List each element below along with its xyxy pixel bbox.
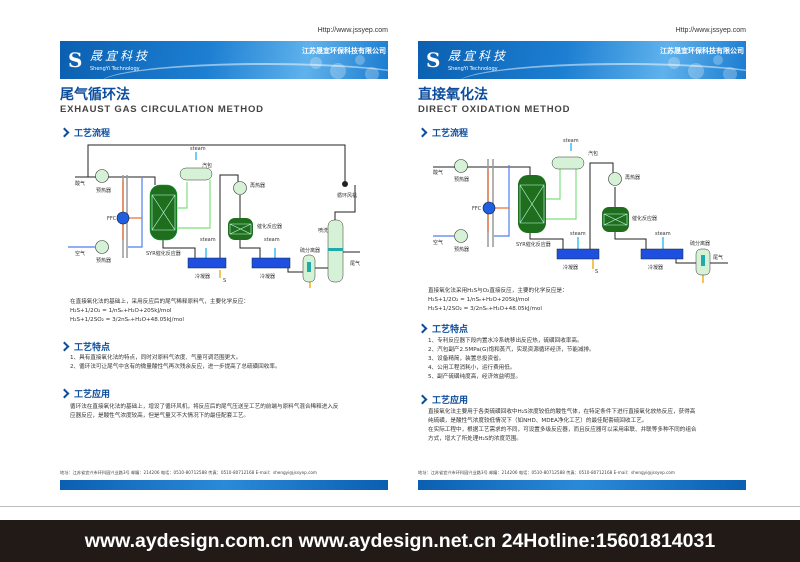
- section-heading-flow: 工艺流程: [59, 126, 110, 139]
- footer-bar: [418, 480, 746, 490]
- chevron-right-icon: [59, 127, 70, 138]
- preheater-icon: [95, 240, 109, 254]
- process-flow-diagram: 酸气 预热器 空气 预热器 FFC SYR催化反应器 steam 汽包 再热器 …: [68, 144, 360, 288]
- diagram-label: 汽包: [202, 162, 212, 169]
- ffc-icon: [116, 211, 130, 225]
- logo-icon: S: [68, 48, 83, 72]
- page-exhaust-gas-circulation: Http://www.jssyep.com S 晟宜科技 ShengYi Tec…: [59, 0, 388, 500]
- watermark-band: www.aydesign.com.cn www.aydesign.net.cn …: [0, 520, 800, 562]
- section-heading-features: 工艺特点: [59, 340, 110, 353]
- preheater-icon: [454, 159, 468, 173]
- chevron-right-icon: [59, 341, 70, 352]
- diagram-label: 催化反应器: [257, 223, 282, 230]
- ffc-icon: [482, 201, 496, 215]
- diagram-label: 预热器: [96, 187, 111, 194]
- company-name: 江苏晟宜环保科技有限公司: [302, 47, 386, 55]
- section-heading-features: 工艺特点: [417, 322, 468, 335]
- diagram-label: SYR催化反应器: [146, 250, 181, 257]
- application-text: 循环法在直接氧化法的基础上，增设了循环风机，将反应后的尾气压送至工艺的前端与原料…: [70, 404, 339, 419]
- diagram-label: 预热器: [454, 176, 469, 183]
- page-title: 直接氧化法: [418, 87, 488, 103]
- logo-subtext: ShengYi Technology: [448, 66, 498, 72]
- diagram-label: 催化反应器: [632, 215, 657, 222]
- diagram-label: 再热器: [625, 174, 640, 181]
- section-heading-flow: 工艺流程: [417, 126, 468, 139]
- condenser-icon: [187, 257, 227, 269]
- application-text: 直接氧化法主要用于各类硫磺回收中H₂S浓度较低的酸性气体，在特定条件下进行直接氧…: [428, 409, 697, 442]
- diagram-label: steam: [563, 138, 579, 144]
- diagram-label: steam: [655, 231, 671, 237]
- chevron-right-icon: [417, 394, 428, 405]
- condenser-icon: [251, 257, 291, 269]
- steam-drum-icon: [179, 167, 213, 181]
- features-list: 1、具有直接氧化法的特点，同时对原料气浓度、气量可调范围更大。2、循环法可让尾气…: [70, 355, 281, 370]
- intro-text: 直接氧化法采用H₂S与O₂直接反应，主要的化学反应是：H₂S+1/2O₂ = 1…: [428, 288, 568, 312]
- diagram-label: 尾气: [350, 260, 360, 267]
- reheater-icon: [608, 172, 622, 186]
- diagram-label: 酸气: [433, 169, 443, 176]
- page-title: 尾气循环法: [60, 87, 130, 103]
- footer-bar: [60, 480, 388, 490]
- divider: [0, 506, 800, 507]
- diagram-label: S: [595, 269, 598, 275]
- diagram-label: 冷凝器: [195, 273, 210, 280]
- chevron-right-icon: [417, 323, 428, 334]
- header-banner: S 晟宜科技 ShengYi Technology 江苏晟宜环保科技有限公司: [60, 41, 388, 79]
- website-url: Http://www.jssyep.com: [675, 27, 746, 34]
- diagram-label: FFC: [107, 216, 117, 222]
- logo-text: 晟宜科技: [90, 49, 151, 63]
- diagram-label: S: [223, 278, 226, 284]
- diagram-label: 硫分离器: [690, 240, 710, 247]
- condenser-icon: [640, 248, 684, 260]
- preheater-icon: [454, 229, 468, 243]
- recirculation-line: [87, 144, 346, 182]
- steam-drum-icon: [551, 156, 585, 170]
- diagram-label: SYR催化反应器: [516, 241, 551, 248]
- circulation-fan-icon: [342, 181, 348, 187]
- header-banner: S 晟宜科技 ShengYi Technology 江苏晟宜环保科技有限公司: [418, 41, 746, 79]
- diagram-label: 汽包: [588, 150, 598, 157]
- condenser-icon: [556, 248, 600, 260]
- process-flow-diagram: 酸气 预热器 空气 预热器 FFC SYR催化反应器 steam 汽包 再热器 …: [433, 138, 728, 283]
- company-name: 江苏晟宜环保科技有限公司: [660, 47, 744, 55]
- diagram-label: steam: [200, 237, 216, 243]
- website-url: Http://www.jssyep.com: [317, 27, 388, 34]
- page-subtitle: DIRECT OXIDATION METHOD: [418, 104, 571, 115]
- diagram-label: 喷洗: [318, 227, 328, 234]
- logo-text: 晟宜科技: [448, 49, 509, 63]
- diagram-label: 冷凝器: [648, 264, 663, 271]
- diagram-label: steam: [190, 146, 206, 152]
- diagram-label: 冷凝器: [563, 264, 578, 271]
- diagram-label: 循环风机: [337, 192, 357, 199]
- footer-contact: 地址：江苏省宜兴市环科园兴业路3号 邮编：214206 电话：0510-8071…: [418, 470, 676, 475]
- logo-icon: S: [426, 48, 441, 72]
- intro-text: 在直接氧化法的基础上，采用反应后的尾气稀释原料气，主要化学反应：H₂S+1/2O…: [70, 299, 250, 323]
- diagram-label: 预热器: [96, 257, 111, 264]
- section-heading-application: 工艺应用: [417, 393, 468, 406]
- diagram-label: 再热器: [250, 182, 265, 189]
- diagram-label: steam: [264, 237, 280, 243]
- page-subtitle: EXHAUST GAS CIRCULATION METHOD: [60, 104, 264, 115]
- chevron-right-icon: [59, 388, 70, 399]
- diagram-label: 酸气: [75, 180, 85, 187]
- diagram-label: 尾气: [713, 254, 723, 261]
- diagram-label: 空气: [433, 239, 443, 246]
- logo-subtext: ShengYi Technology: [90, 66, 140, 72]
- diagram-label: steam: [570, 231, 586, 237]
- features-list: 1、专利反应器下段内置水冷系统移出反应热，硫磺回收率高。2、汽包副产2.5MPa…: [428, 338, 595, 380]
- page-direct-oxidation: Http://www.jssyep.com S 晟宜科技 ShengYi Tec…: [417, 0, 746, 500]
- footer-contact: 地址：江苏省宜兴市环科园兴业路3号 邮编：214206 电话：0510-8071…: [60, 470, 318, 475]
- diagram-label: 硫分离器: [300, 247, 320, 254]
- diagram-label: 预热器: [454, 246, 469, 253]
- diagram-label: 冷凝器: [260, 273, 275, 280]
- diagram-label: FFC: [472, 206, 482, 212]
- diagram-label: 空气: [75, 250, 85, 257]
- section-heading-application: 工艺应用: [59, 387, 110, 400]
- reheater-icon: [233, 181, 247, 195]
- preheater-icon: [95, 169, 109, 183]
